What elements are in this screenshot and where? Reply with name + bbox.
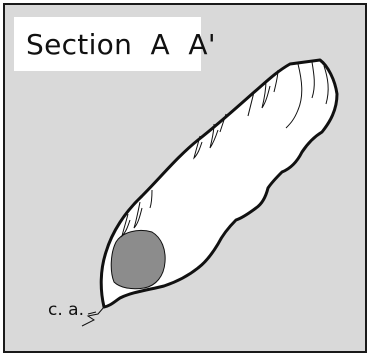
title-box: Section A A' bbox=[14, 17, 216, 71]
ca-annotation: c. a. bbox=[48, 300, 84, 320]
section-title: Section A A' bbox=[26, 27, 216, 61]
deposit-icon bbox=[110, 229, 166, 290]
stalactites bbox=[121, 61, 329, 238]
ca-arrow-icon bbox=[81, 306, 105, 327]
